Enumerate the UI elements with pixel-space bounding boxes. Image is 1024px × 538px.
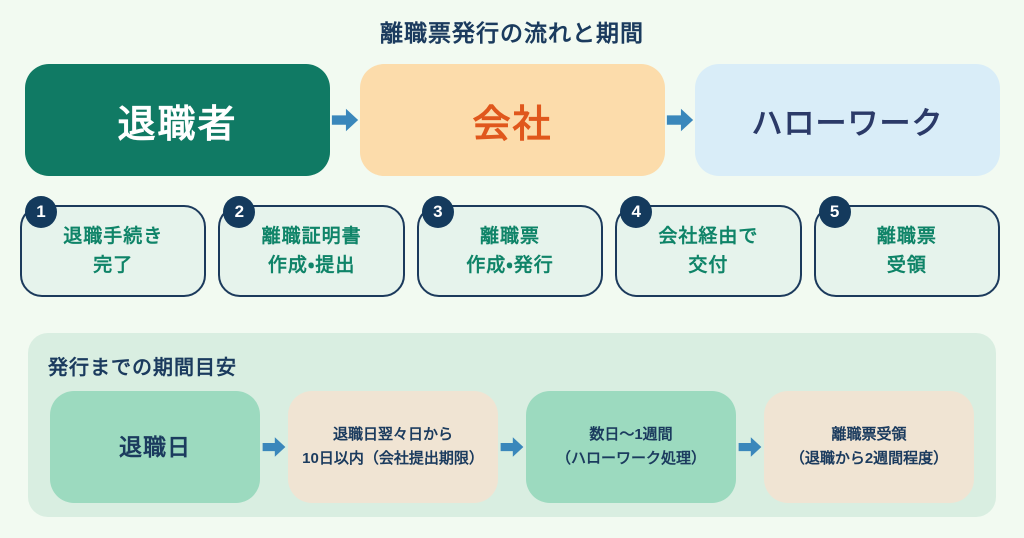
actor-box-hellowork: ハローワーク [695, 64, 1000, 176]
timeline-box-hellowork-processing: 数日〜1週間 （ハローワーク処理） [526, 391, 736, 503]
timeline-label-line2: （ハローワーク処理） [555, 450, 706, 467]
timeline-panel-title: 発行までの期間目安 [48, 357, 237, 379]
steps-row: 1 退職手続き 完了 2 離職証明書 作成・提出 3 離職票 作成・発行 4 会… [20, 196, 1001, 297]
arrow-cell [330, 105, 360, 135]
timeline-panel: 発行までの期間目安 退職日 退職日翌々日から 10日以内（会社提出期限） [28, 333, 996, 517]
actor-box-company: 会社 [360, 64, 665, 176]
timeline-box-retirement-day: 退職日 [50, 391, 260, 503]
timeline-label-line1: 退職日翌々日から [332, 426, 453, 443]
step-label-line2: 作成・発行 [466, 255, 554, 276]
step-label-line1: 離職証明書 [261, 225, 362, 247]
actor-label-retiree: 退職者 [117, 103, 238, 146]
actor-label-company: 会社 [472, 103, 553, 146]
step-label-line1: 離職票 [876, 225, 937, 247]
step-card-3: 3 離職票 作成・発行 [416, 196, 604, 297]
timeline-box-receipt: 離職票受領 （退職から2週間程度） [764, 391, 974, 503]
page-title: 離職票発行の流れと期間 [380, 20, 644, 46]
timeline-row: 退職日 退職日翌々日から 10日以内（会社提出期限） 数日〜1週間 （ハローワー… [50, 391, 974, 503]
actor-label-hellowork: ハローワーク [751, 105, 944, 141]
arrow-cell [498, 434, 526, 460]
step-label-line1: 会社経由で [658, 225, 759, 247]
step-number-badge: 3 [421, 196, 454, 228]
step-card-4: 4 会社経由で 交付 [615, 196, 802, 297]
timeline-label-line1: 退職日 [119, 433, 191, 460]
step-number-badge: 1 [25, 196, 57, 228]
arrow-right-icon [738, 437, 762, 457]
timeline-label-line2: （退職から2週間程度） [789, 450, 949, 467]
timeline-label-line1: 数日〜1週間 [589, 426, 673, 443]
arrow-right-icon [331, 108, 359, 132]
step-number-badge: 5 [818, 196, 851, 228]
step-label-line1: 離職票 [480, 225, 541, 247]
step-card-2: 2 離職証明書 作成・提出 [218, 196, 405, 297]
timeline-box-submission-deadline: 退職日翌々日から 10日以内（会社提出期限） [288, 391, 498, 503]
arrow-right-icon [262, 437, 286, 457]
step-label-line2: 交付 [688, 255, 729, 276]
step-label-line2: 受領 [886, 255, 927, 276]
actor-box-retiree: 退職者 [25, 64, 330, 176]
timeline-label-line1: 離職票受領 [831, 426, 907, 443]
arrow-right-icon [666, 108, 694, 132]
arrow-cell [260, 434, 288, 460]
step-number-badge: 2 [223, 196, 256, 228]
step-label-line2: 作成・提出 [267, 255, 356, 276]
step-card-1: 1 退職手続き 完了 [20, 196, 207, 297]
step-card-5: 5 離職票 受領 [813, 196, 1001, 297]
arrow-right-icon [500, 437, 524, 457]
arrow-cell [665, 105, 695, 135]
arrow-cell [736, 434, 764, 460]
step-number-badge: 4 [620, 196, 653, 228]
step-label-line1: 退職手続き [63, 225, 164, 247]
actors-row: 退職者 会社 ハローワーク [25, 64, 1000, 176]
timeline-label-line2: 10日以内（会社提出期限） [302, 450, 484, 467]
step-label-line2: 完了 [93, 255, 134, 276]
